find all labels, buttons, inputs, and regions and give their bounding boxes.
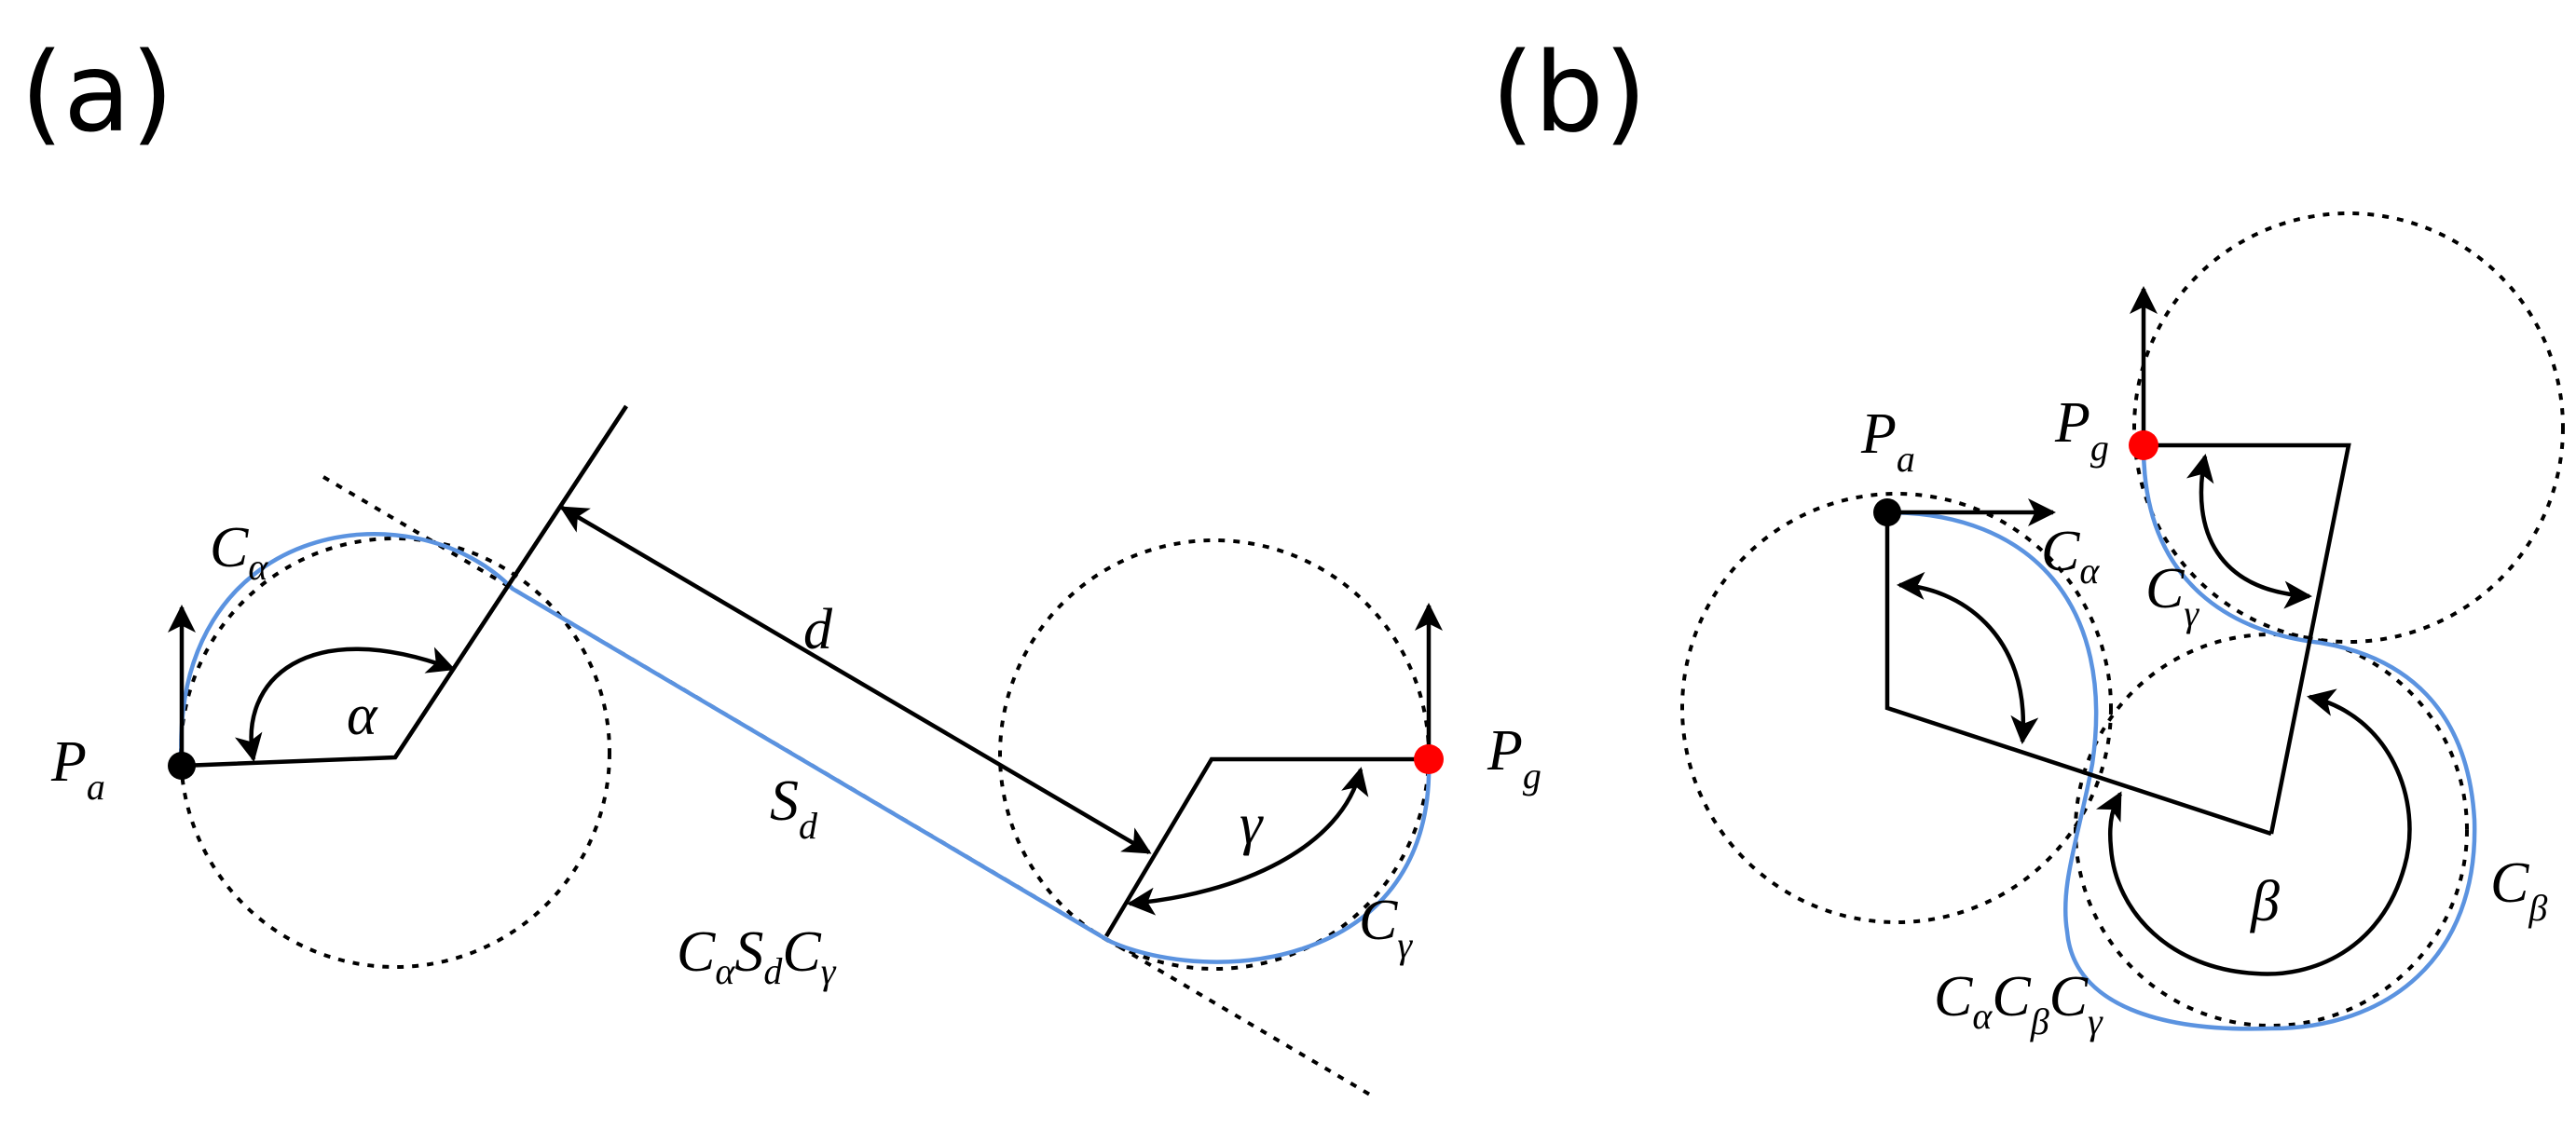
- label-beta: β: [2250, 870, 2280, 933]
- label-path-ccc: CαCβCγ: [1934, 965, 2103, 1042]
- goal-angle-wedge-b: [2144, 442, 2351, 835]
- label-c-gamma: Cγ: [1359, 889, 1413, 966]
- label-alpha: α: [347, 684, 378, 747]
- gamma-arc-arrow-b: [2186, 454, 2312, 609]
- label-c-alpha-b: Cα: [2041, 520, 2100, 592]
- tangent-normal-line: [393, 404, 628, 759]
- label-path-csc: CαSdCγ: [677, 920, 837, 992]
- alpha-arc-arrow: [235, 647, 456, 762]
- middle-turn-circle-b: [2074, 633, 2469, 1028]
- goal-point-pg-b: [2129, 430, 2158, 460]
- label-p-g-b: Pg: [2054, 391, 2109, 469]
- tangent-line: [322, 475, 1377, 1099]
- goal-point-pg: [1414, 744, 1444, 774]
- start-point-pa-b: [1873, 498, 1901, 526]
- panel-b: (b) Pa Pg Cα Cγ β Cβ CαCβCγ: [1491, 28, 2565, 1042]
- goal-turn-circle-b: [2132, 211, 2565, 644]
- start-point-pa: [168, 752, 196, 780]
- alpha-arc-arrow-b: [1897, 571, 2039, 744]
- label-c-alpha: Cα: [210, 516, 268, 588]
- label-s-d: Sd: [770, 769, 818, 847]
- label-gamma: γ: [1240, 793, 1264, 856]
- label-c-beta: Cβ: [2490, 851, 2547, 929]
- panel-a-label: (a): [21, 28, 173, 157]
- label-p-g: Pg: [1487, 719, 1541, 796]
- beta-arc-arrow-b: [2095, 688, 2412, 976]
- panel-a: (a) Cα Pa α d Sd γ Pg: [21, 28, 1541, 1099]
- label-d: d: [803, 598, 833, 661]
- panel-b-label: (b): [1491, 28, 1647, 157]
- gamma-arc-arrow: [1127, 767, 1369, 916]
- label-c-gamma-b: Cγ: [2145, 557, 2199, 634]
- label-p-a: Pa: [50, 730, 105, 808]
- start-turn-circle: [179, 537, 611, 969]
- distance-arrow: [559, 506, 1152, 854]
- label-p-a-b: Pa: [1860, 402, 1915, 480]
- shortest-path-ccc: [1886, 446, 2477, 1031]
- shortest-path-csc: [179, 532, 1432, 964]
